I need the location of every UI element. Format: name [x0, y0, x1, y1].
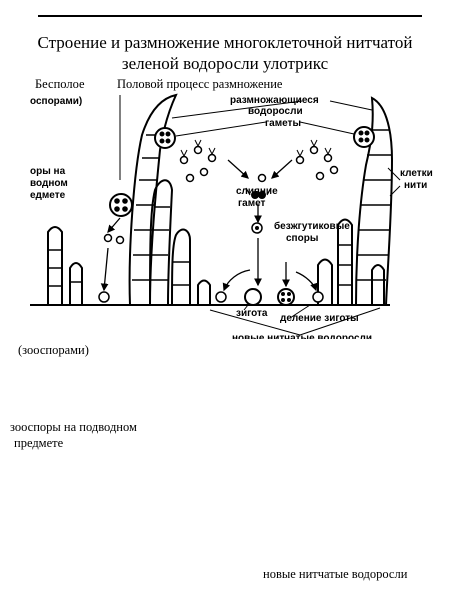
- filament-right-3: [371, 264, 385, 305]
- label-cells-2: нити: [404, 180, 428, 191]
- header-asexual: Бесполое: [35, 77, 85, 91]
- zoosporangium-left: [109, 193, 133, 217]
- label-reproducing-1: размножающиеся: [230, 95, 319, 106]
- text-zoosporami: (зооспорами): [18, 343, 89, 357]
- label-fusion-2: гамет: [238, 198, 266, 209]
- title-line-1: Строение и размножение многоклеточной ни…: [37, 33, 413, 52]
- gametes-swarm: [103, 145, 339, 245]
- label-zoosporami-clipped: оспорами): [30, 96, 83, 107]
- gamete-flagella: [180, 139, 332, 157]
- label-gametes: гаметы: [265, 118, 301, 129]
- leader-lines: [119, 95, 401, 336]
- gametangium-right: [353, 126, 375, 148]
- label-new-algae-clipped: новые нитчатые водоросли: [232, 333, 372, 339]
- page-title: Строение и размножение многоклеточной ни…: [10, 32, 440, 74]
- filament-left-4: [171, 228, 191, 306]
- filament-left-3: [149, 179, 174, 306]
- spore-circle-left: [215, 291, 227, 303]
- label-reproducing-2: водоросли: [248, 106, 303, 117]
- fused-gametes: [245, 187, 272, 234]
- label-zygote: зигота: [236, 308, 268, 319]
- filament-left-1: [47, 226, 63, 305]
- label-zoospores-left-1: оры на: [30, 166, 66, 177]
- label-cells-1: клетки: [400, 168, 433, 179]
- gametangium-left: [154, 127, 176, 149]
- process-arrows: [100, 159, 318, 292]
- filament-reproducing-right: [355, 96, 394, 306]
- text-zoospores-on-2: предмете: [14, 436, 64, 450]
- zygote-division-circle: [277, 288, 295, 306]
- text-new-algae: новые нитчатые водоросли: [263, 567, 408, 581]
- text-zoospores-on-1: зооспоры на подводном: [10, 420, 137, 434]
- label-zoospores-left-3: едмете: [30, 190, 66, 201]
- title-line-2: зеленой водоросли улотрикс: [121, 54, 329, 73]
- label-flagless-1: безжгутиковые: [274, 221, 350, 232]
- filament-right-2: [337, 218, 353, 305]
- cell-dividers: [48, 129, 392, 287]
- filament-left-2: [69, 262, 83, 305]
- spore-circle-right: [312, 291, 324, 303]
- header-sexual: Половой процесс размножение: [117, 77, 283, 91]
- label-zygote-division: деление зиготы: [280, 313, 359, 324]
- label-fusion-1: слияние: [236, 186, 278, 197]
- filament-right-1: [317, 258, 333, 305]
- top-rule: [38, 15, 422, 17]
- label-zoospores-left-2: водном: [30, 178, 68, 189]
- zygote-circle: [244, 288, 262, 306]
- filament-center-1: [197, 279, 211, 305]
- zoospore-attached: [98, 291, 110, 303]
- label-flagless-2: споры: [286, 233, 319, 244]
